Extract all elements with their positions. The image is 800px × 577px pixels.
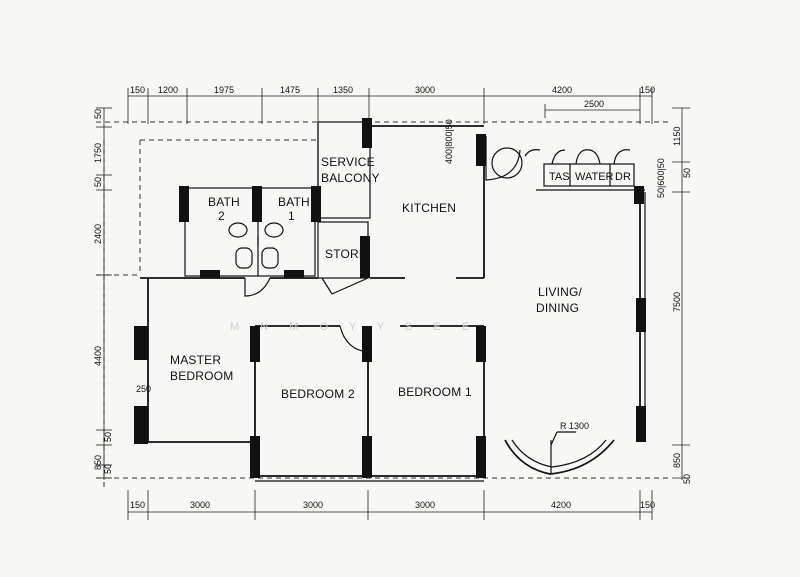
bay-window [504,431,615,475]
label-bath2-num: 2 [218,209,225,223]
dimension-right: 1150 50 7500 850 50 [672,107,692,484]
dim-left-5: 50 [103,432,113,442]
label-dr: DR [615,171,631,183]
label-bath1-num: 1 [288,209,295,223]
label-living: LIVING/ [538,285,583,299]
label-400-800-50: 400|800|50 [444,119,454,164]
dimension-left: 50 1750 50 2400 4400 50 850 50 [93,107,113,480]
dim-left-4: 4400 [93,346,103,366]
dim-top-4: 1350 [333,85,353,95]
label-bedroom: BEDROOM [170,369,233,383]
label-bedroom2: BEDROOM 2 [281,387,355,401]
dim-right-0: 1150 [672,127,682,146]
dim-bottom-0: 150 [130,500,145,510]
dim-top-inner: 2500 [584,99,604,109]
label-bath2: BATH [208,195,240,209]
label-250: 250 [136,384,151,394]
label-store: STORE [325,247,367,261]
dim-right-2: 7500 [672,292,682,312]
label-kitchen: KITCHEN [402,201,456,215]
dimension-top: 150 1200 1975 1475 1350 3000 4200 150 25… [127,85,655,124]
room-labels: SERVICE BALCONY KITCHEN BATH 2 BATH 1 ST… [170,155,583,401]
dim-top-1: 1200 [158,85,178,95]
bath-fixtures [228,222,284,269]
dim-bottom-5: 150 [640,500,655,510]
dimension-bottom: 150 3000 3000 3000 4200 150 [127,490,655,520]
label-water: WATER [575,171,614,183]
dim-bottom-3: 3000 [415,500,435,510]
dim-right-4: 50 [682,474,692,484]
doors [244,136,631,353]
label-bedroom1: BEDROOM 1 [398,385,472,399]
label-balcony: BALCONY [321,171,380,185]
label-tas: TAS [549,171,570,183]
dim-bottom-4: 4200 [551,500,571,510]
store-wall [321,277,369,295]
dim-left-3: 2400 [93,224,103,244]
dim-bottom-2: 3000 [303,500,323,510]
label-50-600-50: 50|600|50 [656,158,666,198]
dim-right-3: 850 [672,453,682,468]
dim-top-3: 1475 [280,85,300,95]
annotations: R 1300 250 400|800|50 50|600|50 [136,119,666,431]
dim-left-7: 50 [103,464,113,474]
dim-left-6: 850 [93,455,103,470]
dim-left-1: 1750 [93,143,103,163]
label-service: SERVICE [321,155,375,169]
label-dining: DINING [536,301,579,315]
dim-top-5: 3000 [415,85,435,95]
dim-left-2: 50 [93,177,103,187]
dim-top-0: 150 [130,85,145,95]
label-master: MASTER [170,353,221,367]
dim-top-6: 4200 [552,85,572,95]
fixture-labels: TAS WATER DR [549,171,631,183]
dim-top-2: 1975 [214,85,234,95]
label-radius: R 1300 [560,421,589,431]
dim-left-0: 50 [93,109,103,119]
dim-bottom-1: 3000 [190,500,210,510]
wall-posts [134,118,646,478]
dim-right-1: 50 [682,168,692,178]
watermark: M N M O Y Y S E E [230,321,478,333]
dim-top-7: 150 [640,85,655,95]
label-bath1: BATH [278,195,310,209]
